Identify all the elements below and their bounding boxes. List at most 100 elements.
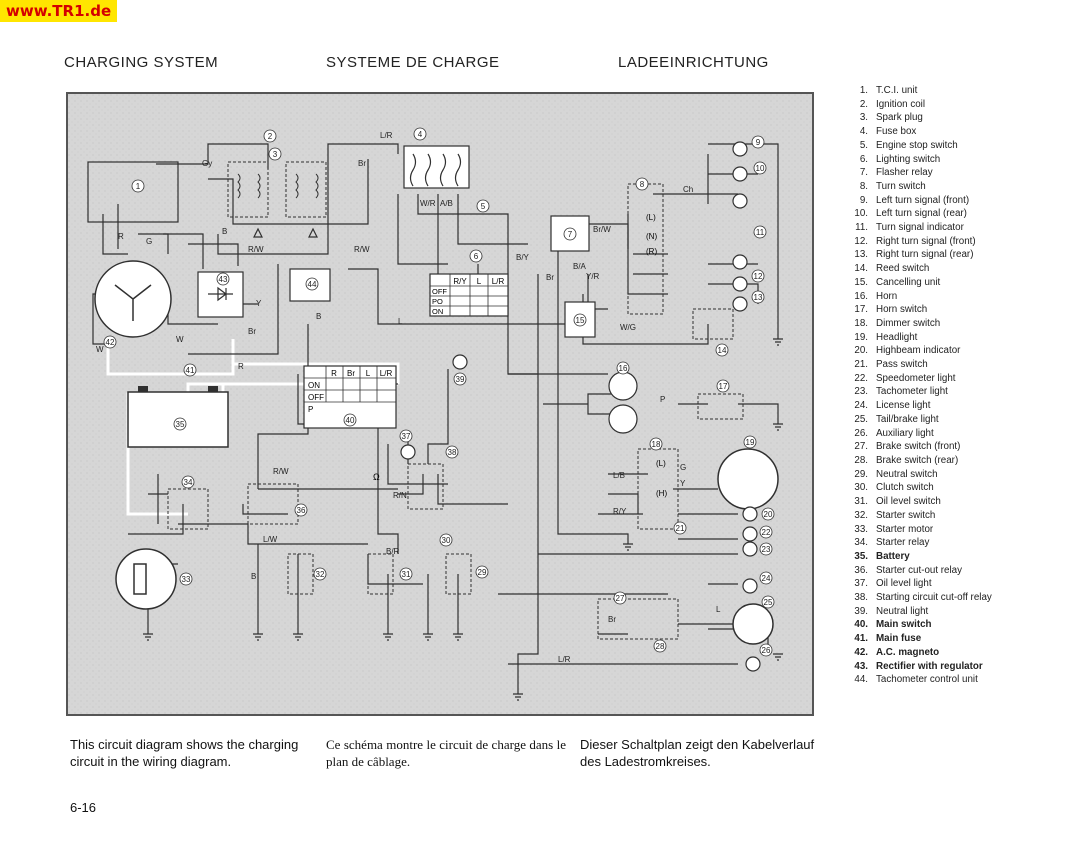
legend-label: Fuse box — [876, 126, 917, 138]
legend-number: 1. — [859, 85, 868, 96]
legend-label: Tachometer control unit — [876, 674, 978, 686]
legend-label: Headlight — [876, 331, 918, 343]
wire-labels: Gy B R/W L/R Br W/R A/B R/W B/Y Br/W Ch … — [96, 131, 721, 664]
callout-22: 22 — [762, 528, 771, 537]
callout-23: 23 — [762, 545, 771, 554]
callout-25: 25 — [764, 598, 773, 607]
legend-item: 19.Headlight — [846, 331, 1086, 345]
wire-label: B — [316, 312, 321, 321]
callout-21: 21 — [676, 524, 685, 533]
lighting-switch-header-3: L/R — [492, 277, 505, 286]
legend-number: 12. — [854, 235, 868, 247]
wire-label: Y — [680, 479, 686, 488]
wire-label: W/R — [420, 199, 436, 208]
dimmer-pos-h: (H) — [656, 489, 667, 498]
legend-item: 31.Oil level switch — [846, 495, 1086, 509]
legend-label: Flasher relay — [876, 167, 933, 179]
callout-20: 20 — [764, 510, 773, 519]
wiring-diagram: R Br L L/R ON OFF P R/Y L L/R OFF PO ON … — [66, 92, 814, 716]
callout-24: 24 — [762, 574, 771, 583]
wire-label: L/R — [558, 655, 571, 664]
legend-number: 8. — [859, 180, 868, 192]
wire-label: W — [96, 345, 104, 354]
legend-number: 15. — [854, 276, 868, 288]
legend-number: 43. — [854, 660, 868, 672]
legend-number: 21. — [854, 359, 868, 371]
callout-37: 37 — [402, 432, 411, 441]
component-callouts: 1 2 3 4 5 6 7 8 9 10 11 12 13 14 15 16 1… — [103, 127, 775, 657]
legend-item: 37.Oil level light — [846, 577, 1086, 591]
watermark[interactable]: www.TR1.de — [0, 0, 118, 22]
legend-label: Left turn signal (front) — [876, 194, 970, 206]
legend-number: 5. — [859, 139, 868, 151]
battery — [127, 386, 229, 448]
callout-28: 28 — [656, 642, 665, 651]
wire-label: G — [146, 237, 152, 246]
legend-item: 14.Reed switch — [846, 262, 1086, 276]
legend-item: 3.Spark plug — [846, 111, 1086, 125]
tail-brake-light — [732, 603, 774, 645]
wire-label: L — [716, 605, 721, 614]
legend-label: Main fuse — [876, 633, 922, 645]
wire-label: L/R — [380, 131, 393, 140]
main-switch-table: R Br L L/R ON OFF P — [303, 365, 397, 429]
legend-item: 13.Right turn signal (rear) — [846, 248, 1086, 262]
legend-number: 42. — [854, 646, 868, 658]
wire-label: R/N — [393, 491, 407, 500]
wire-label: Y/R — [586, 272, 600, 281]
legend-number: 25. — [854, 413, 868, 425]
callout-44: 44 — [308, 280, 317, 289]
callout-4: 4 — [418, 130, 423, 139]
legend-item: 10.Left turn signal (rear) — [846, 207, 1086, 221]
legend-number: 26. — [854, 427, 868, 439]
legend-number: 35. — [854, 550, 868, 562]
legend-number: 6. — [859, 153, 868, 165]
callout-42: 42 — [106, 338, 115, 347]
heading-english: CHARGING SYSTEM — [64, 54, 219, 71]
callout-17: 17 — [719, 382, 728, 391]
legend-label: Right turn signal (front) — [876, 235, 976, 247]
legend-label: Horn — [876, 290, 898, 302]
legend-label: A.C. magneto — [876, 646, 940, 658]
legend-number: 34. — [854, 537, 868, 549]
wire-label: R/W — [354, 245, 370, 254]
legend-label: Starter motor — [876, 523, 934, 535]
legend-number: 3. — [859, 112, 868, 124]
legend-item: 30.Clutch switch — [846, 481, 1086, 495]
legend-item: 21.Pass switch — [846, 358, 1086, 372]
rectifier-regulator — [197, 271, 244, 318]
legend-number: 17. — [854, 304, 868, 316]
wire-label: Br — [546, 273, 554, 282]
legend-number: 10. — [854, 208, 868, 220]
legend-label: Main switch — [876, 619, 932, 631]
wire-label: W — [176, 335, 184, 344]
wire-label: R — [238, 362, 244, 371]
main-switch-header-4: L/R — [380, 369, 393, 378]
caption-french: Ce schéma montre le circuit de charge da… — [326, 737, 566, 769]
legend-item: 43.Rectifier with regulator — [846, 660, 1086, 674]
legend-number: 29. — [854, 468, 868, 480]
legend-number: 13. — [854, 249, 868, 261]
turn-switch-pos-r: (R) — [646, 247, 657, 256]
legend-item: 40.Main switch — [846, 618, 1086, 632]
lighting-switch-row-3: ON — [432, 307, 443, 316]
legend-item: 39.Neutral light — [846, 605, 1086, 619]
callout-35: 35 — [176, 420, 185, 429]
legend-item: 17.Horn switch — [846, 303, 1086, 317]
callout-7: 7 — [568, 230, 573, 239]
legend-label: Dimmer switch — [876, 317, 941, 329]
legend-item: 35.Battery — [846, 550, 1086, 564]
legend-label: Oil level light — [876, 578, 932, 590]
callout-9: 9 — [756, 138, 761, 147]
legend-label: Starter switch — [876, 509, 936, 521]
legend-item: 6.Lighting switch — [846, 153, 1086, 167]
legend-item: 36.Starter cut-out relay — [846, 564, 1086, 578]
legend-label: Neutral switch — [876, 468, 938, 480]
main-switch-row-2: OFF — [308, 393, 324, 402]
starter-motor — [115, 548, 177, 610]
lighting-switch-header-1: R/Y — [453, 277, 467, 286]
legend-label: Clutch switch — [876, 482, 934, 494]
headlight — [717, 448, 779, 510]
tci-unit — [87, 161, 179, 223]
legend-number: 36. — [854, 564, 868, 576]
